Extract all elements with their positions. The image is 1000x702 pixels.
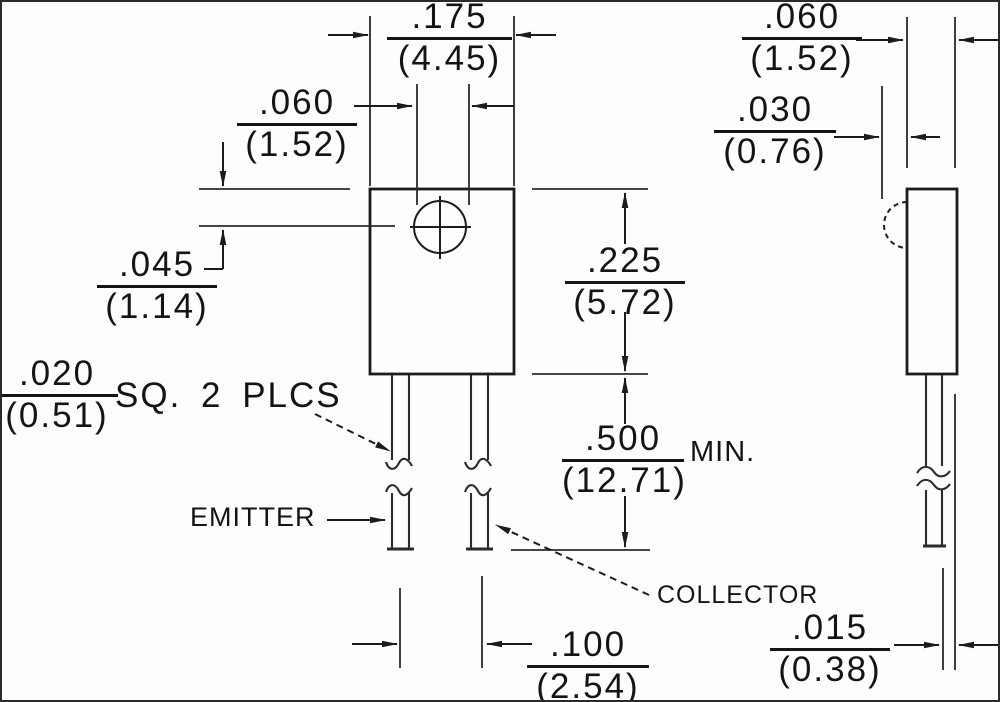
side-body (905, 187, 959, 376)
dim-lead-square: .020 (0.51) (2, 354, 118, 434)
dim-lead-square-inches: .020 (18, 354, 96, 393)
dim-body-height-inches: .225 (586, 241, 664, 280)
dim-side-thickness-inches: .060 (763, 0, 841, 36)
dim-hole-diameter-mm: (1.52) (237, 122, 357, 163)
dimension-arrows (204, 31, 998, 649)
emitter-label: EMITTER (190, 502, 316, 532)
dim-side-thickness: .060 (1.52) (742, 0, 862, 77)
dim-body-height: .225 (5.72) (565, 243, 685, 320)
leader-lines (314, 413, 650, 596)
dim-body-width-inches: .175 (411, 0, 488, 36)
dim-hole-diameter-inches: .060 (258, 83, 336, 122)
sq-plcs-note: SQ. 2 PLCS (115, 376, 342, 415)
front-leads (385, 375, 493, 551)
collector-leader (495, 524, 650, 596)
dim-body-height-mm: (5.72) (565, 280, 685, 321)
dim-body-width: .175 (4.45) (387, 0, 512, 77)
front-view (368, 187, 516, 551)
dim-lead-thickness-inches: .015 (791, 608, 869, 647)
dim-hole-center-mm: (1.14) (97, 284, 217, 325)
collector-label: COLLECTOR (657, 581, 819, 609)
extension-lines (199, 16, 956, 670)
dim-boss-height-mm: (0.76) (714, 129, 836, 170)
dim-lead-pitch: .100 (2.54) (527, 625, 649, 700)
dim-body-width-mm: (4.45) (387, 36, 512, 77)
dim-hole-center-inches: .045 (118, 245, 196, 284)
dim-lead-thickness-mm: (0.38) (770, 647, 890, 688)
dim-lead-square-mm: (0.51) (2, 393, 118, 434)
dim-lead-length: .500 (12.71) (562, 419, 687, 500)
side-view (883, 187, 959, 548)
dim-hole-center: .045 (1.14) (97, 247, 217, 324)
dim-lead-thickness: .015 (0.38) (770, 610, 890, 687)
side-lead (916, 375, 951, 548)
dim-lead-length-mm: (12.71) (562, 458, 687, 500)
dim-hole-diameter: .060 (1.52) (237, 85, 357, 162)
dim-lead-pitch-inches: .100 (549, 625, 627, 664)
side-boss (883, 201, 908, 249)
dim-boss-height-inches: .030 (736, 90, 814, 129)
sq-plcs-leader (314, 413, 391, 452)
dim-side-thickness-mm: (1.52) (742, 36, 862, 77)
dim-boss-height: .030 (0.76) (714, 92, 836, 169)
min-note: MIN. (690, 436, 756, 468)
dim-lead-pitch-mm: (2.54) (527, 664, 649, 700)
dim-lead-length-inches: .500 (584, 419, 662, 458)
mounting-hole (410, 196, 471, 259)
front-body (368, 187, 516, 376)
